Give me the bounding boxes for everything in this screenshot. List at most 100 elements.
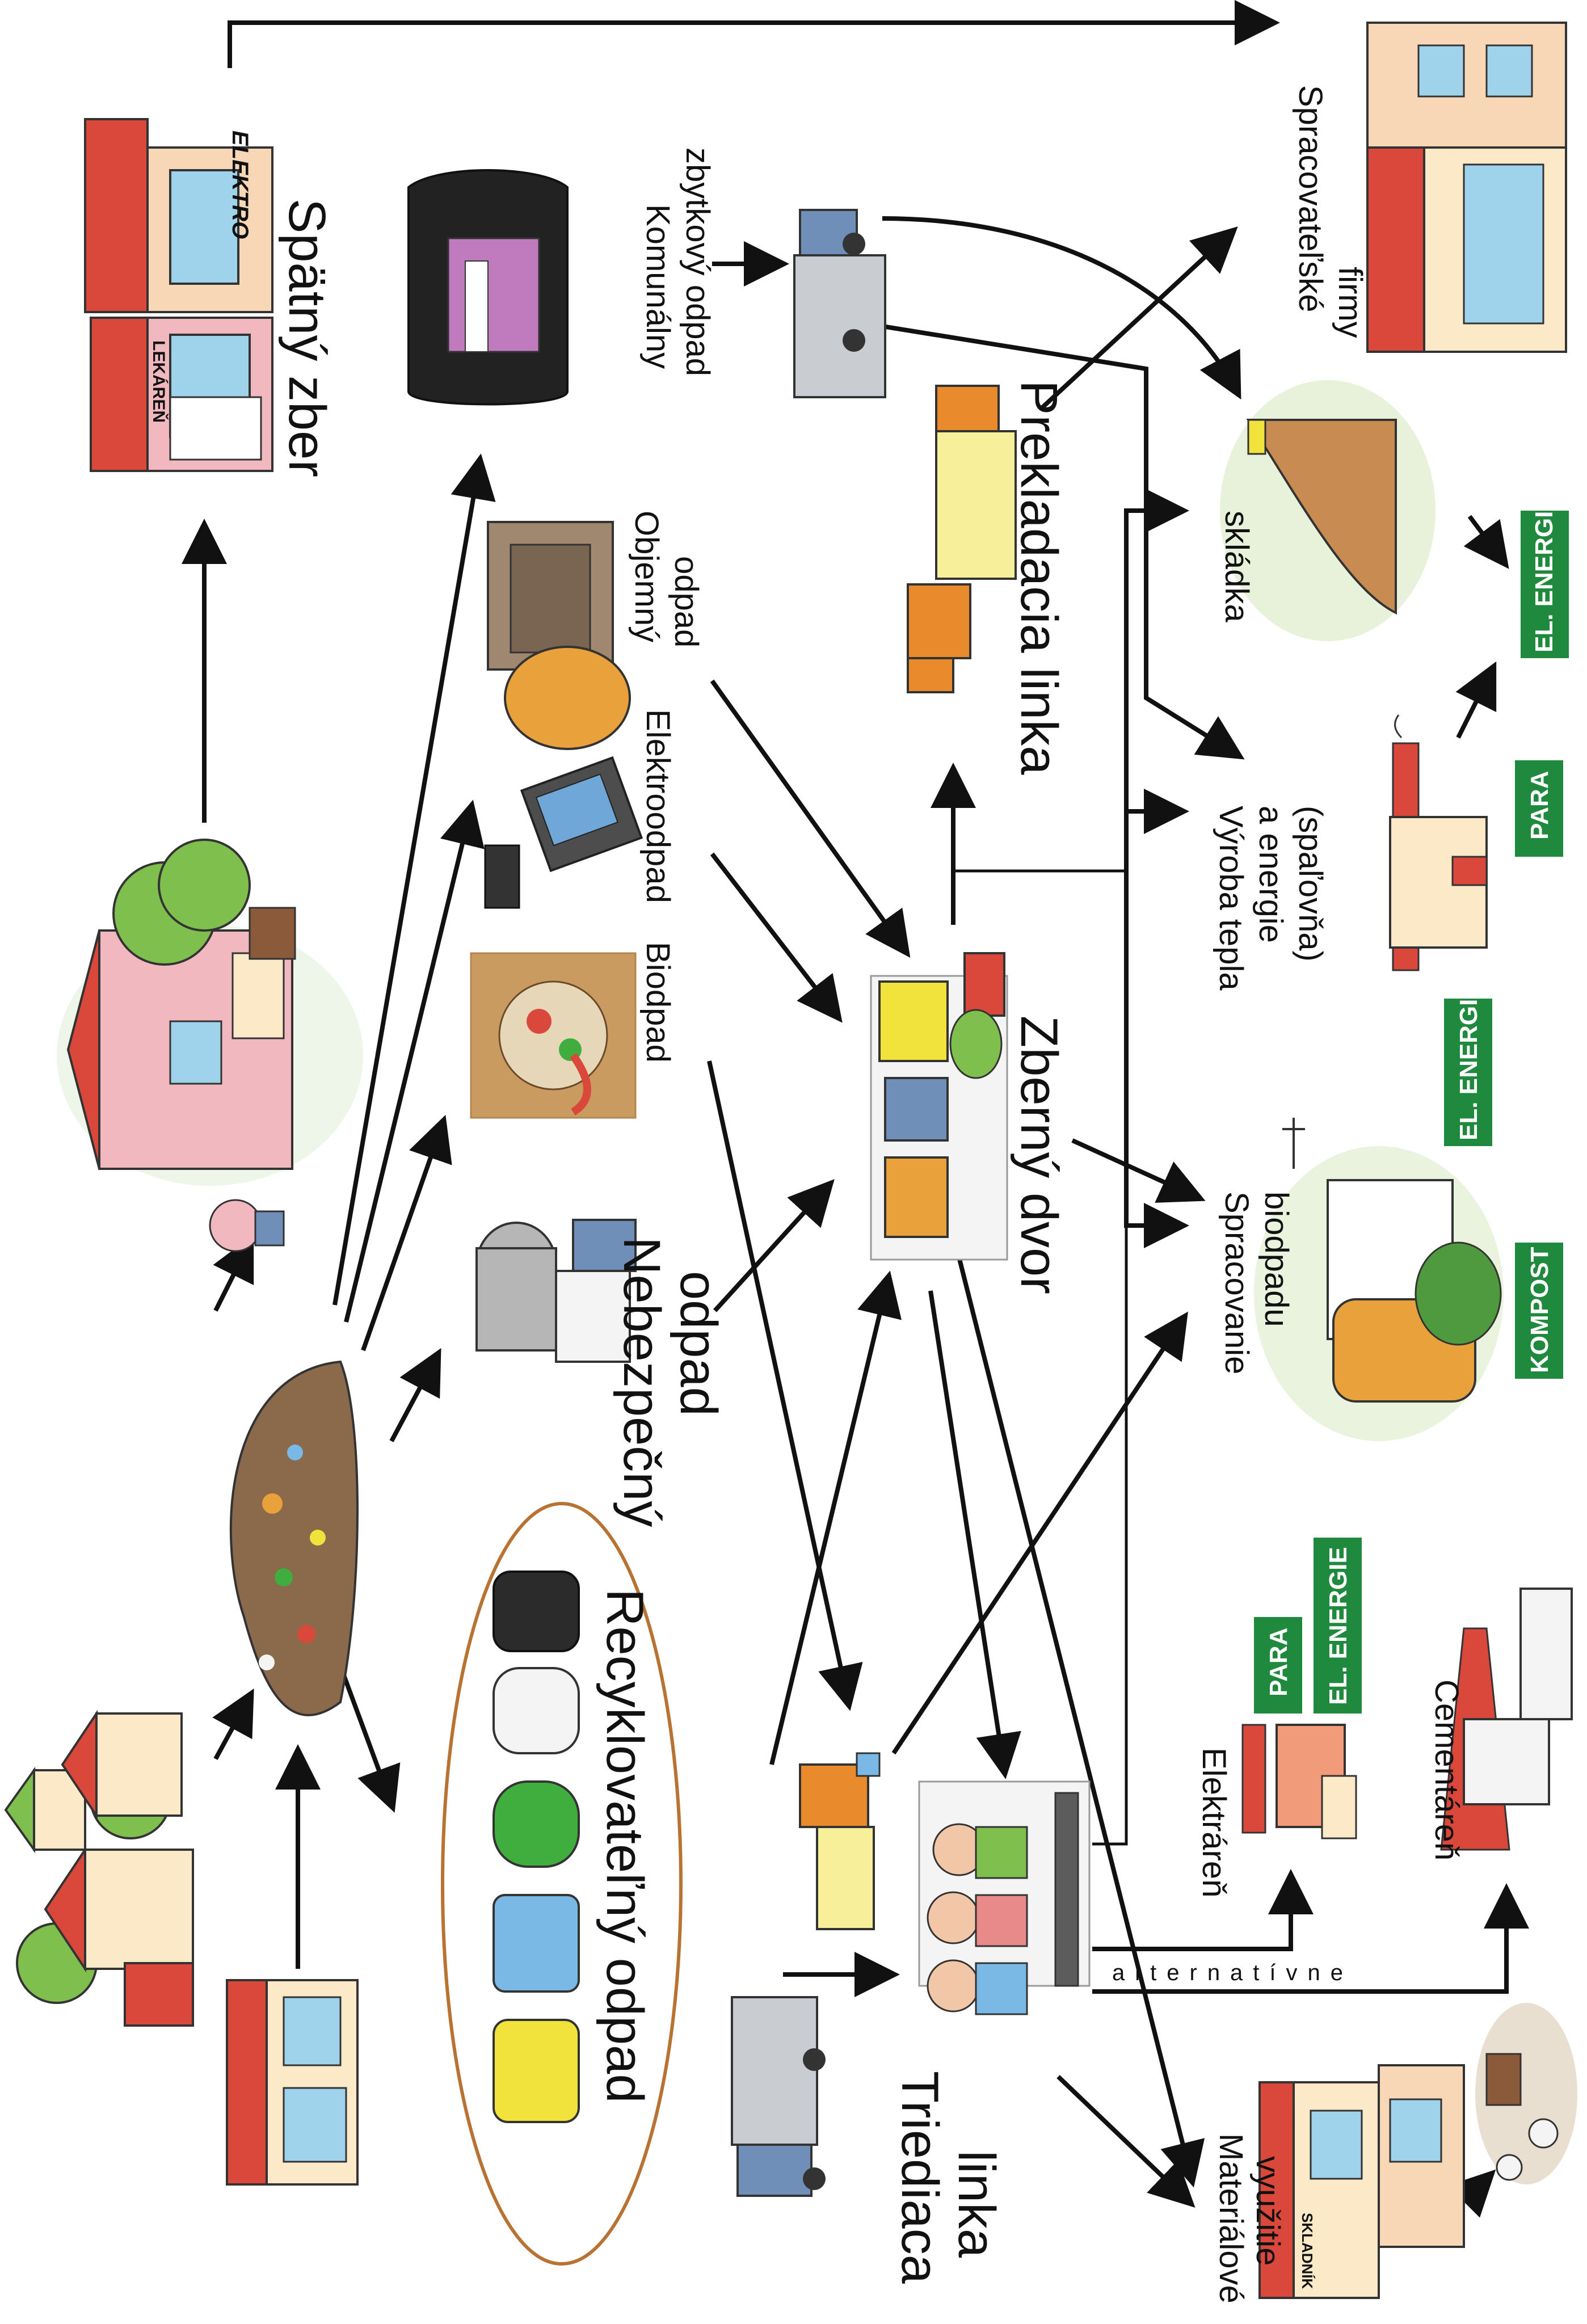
arrow-bio-to-triediaca: [707, 1060, 863, 1711]
badge-el-energie-skladka: [1521, 511, 1569, 658]
elektroodpad-illustration: [484, 756, 643, 909]
arrow-truck-to-skladka: [882, 216, 1241, 400]
arrow-prekladacia-to-firmy: [1039, 226, 1238, 410]
recyclable-ellipse: [441, 1502, 683, 2266]
badge-el-energie-skladka-text: EL. ENERGIE: [1530, 494, 1558, 652]
bin-yellow: [492, 2019, 580, 2123]
flow-arrows: [182, 0, 1529, 2218]
spatny-zber-building-illustration: ELEKTRO LEKÁREŇ: [84, 118, 273, 472]
arrow-pieces-to-materialove: [1447, 2169, 1496, 2218]
arrow-triediaca-to-cementaren: [1092, 1883, 1529, 1994]
badge-para-elektraren: [1254, 1617, 1302, 1713]
arrow-spatny-to-firmy: [228, 0, 1280, 68]
shop-sign-lekaren: LEKÁREŇ: [149, 340, 169, 423]
arrow-heap-to-biodpad: [361, 1114, 452, 1352]
label-komunalny-line1: Komunálny: [639, 204, 676, 369]
arrow-spalovna-to-energie: [1455, 661, 1497, 739]
arrow-heap-to-recyclable: [341, 1673, 401, 1813]
arrow-branch-to-biospracovanie: [1124, 871, 1189, 1248]
bin-white: [492, 1667, 580, 1754]
spracovatelske-firmy-building-illustration: [1366, 22, 1567, 353]
arrow-skladka-to-energie: [1463, 515, 1509, 569]
spracovanie-biodpadu-illustration: [1254, 1118, 1504, 1441]
arrow-house-to-heap: [213, 1234, 254, 1312]
arrow-objemny-to-dvor: [710, 679, 911, 958]
arrow-dvor-to-bio: [1071, 1138, 1206, 1203]
recycled-material-illustration: [1475, 2003, 1577, 2184]
komunalny-bin-illustration: [407, 169, 569, 406]
waste-heap-illustration: [229, 1360, 359, 1716]
arrow-village-to-heap: [212, 1688, 254, 1760]
label-prekladacia-linka: Prekladacia linka: [1010, 380, 1068, 775]
line-triediaca-up: [1092, 1226, 1128, 1846]
label-zberny-dvor: Zberný dvor: [1010, 1016, 1068, 1294]
triediaca-linka-illustration: [918, 1780, 1091, 2015]
biodpad-illustration: [470, 952, 637, 1119]
skladka-illustration: [1220, 380, 1436, 641]
badge-kompost: [1515, 1243, 1563, 1379]
objemny-odpad-illustration: [487, 521, 631, 750]
materialove-shop-illustration: SKLADNÍK: [1258, 2064, 1465, 2299]
arrow-heap-to-komunalny: [332, 453, 496, 1306]
label-materialove-line2: využitie: [1249, 2156, 1286, 2266]
label-vyroba-line1: Výroba tepla: [1213, 806, 1249, 991]
badge-para-elektraren-text: PARA: [1265, 1628, 1293, 1696]
nebezpecny-odpad-illustration: [475, 1219, 637, 1363]
arrow-elektro-to-dvor: [710, 852, 843, 1023]
label-komunalny-line2: zbytkový odpad: [679, 148, 716, 376]
komunalny-truck-illustration: [793, 209, 886, 398]
arrow-heap-to-nebezpecny: [389, 1348, 441, 1442]
label-biodpad: Biodpad: [639, 942, 676, 1063]
label-elektraren: Elektráreň: [1195, 1748, 1232, 1897]
badge-para-spalovna-text: PARA: [1526, 771, 1554, 840]
label-elektroodpad: Elektroodpad: [639, 709, 676, 903]
label-spracovanie-line2: biodpadu: [1258, 1192, 1295, 1327]
energy-badges: EL. ENERGIE PARA EL. ENERGIE KOMPOST PAR…: [1254, 494, 1569, 1713]
arrow-nebez-to-dvor: [713, 1179, 835, 1312]
arrow-triediaca-to-materialove: [1056, 2075, 1195, 2208]
bin-green: [492, 1780, 580, 1868]
village-illustration: [4, 1710, 194, 2027]
badge-el-energie-elektraren-text: EL. ENERGIE: [1324, 1547, 1352, 1705]
shop-sign-sklad: SKLADNÍK: [1299, 2213, 1316, 2289]
arrow-triediaca-to-elektraren: [1092, 1869, 1314, 1951]
label-recyklovatelny: Recyklovateľný odpad: [596, 1589, 654, 2103]
badge-kompost-text: KOMPOST: [1526, 1247, 1554, 1373]
elektraren-illustration: [1241, 1724, 1357, 1839]
label-spatny-zber: Spätný zber: [278, 199, 336, 477]
badge-para-spalovna: [1515, 760, 1563, 857]
arrow-truck-to-spalovna: [882, 324, 1245, 760]
label-spracovanie-line1: Spracovanie: [1218, 1192, 1255, 1374]
shop-illustration: [226, 1979, 359, 2186]
text-labels: Spätný zber Komunálny zbytkový odpad Spr…: [278, 85, 1465, 2304]
bin-blue: [492, 1894, 580, 1993]
label-skladka: skládka: [1218, 511, 1255, 622]
label-triediaca-line2: linka: [948, 2150, 1005, 2258]
label-cementaren: Cementáreň: [1428, 1679, 1465, 1860]
arrow-truck2-to-dvor: [769, 1270, 902, 1765]
arrow-truck2-to-bio: [891, 1311, 1188, 1755]
spalovna-illustration: [1389, 714, 1488, 971]
arrow-branch-to-skladka: [1124, 488, 1189, 871]
cementaren-illustration: [1440, 1588, 1573, 1851]
house-illustration: [57, 839, 363, 1252]
shop-sign-elektro: ELEKTRO: [228, 130, 252, 239]
label-materialove-line1: Materiálové: [1213, 2133, 1249, 2304]
arrow-dvor-to-materialove: [957, 1256, 1205, 2188]
container-truck-illustration: [731, 1996, 826, 2197]
label-vyroba-line2: a energie: [1252, 806, 1289, 943]
recyclable-bins-group: [441, 1502, 683, 2266]
arrow-heap-to-elektro: [344, 799, 485, 1323]
label-spracovatelske-line1: Spracovateľské: [1292, 85, 1329, 313]
zberny-dvor-illustration: [870, 952, 1008, 1261]
badge-el-energie-bio-text: EL. ENERGIE: [1455, 982, 1483, 1140]
label-objemny-line2: odpad: [668, 556, 705, 647]
label-nebezpecny-line1: Nebezpečný: [613, 1237, 671, 1527]
bin-black: [492, 1571, 580, 1652]
arrow-dvor-to-triediaca: [928, 1290, 1021, 1779]
label-spracovatelske-line2: firmy: [1332, 267, 1369, 338]
label-nebezpecny-line2: odpad: [670, 1271, 727, 1416]
prekladacia-trucks-illustration: [907, 385, 1017, 693]
